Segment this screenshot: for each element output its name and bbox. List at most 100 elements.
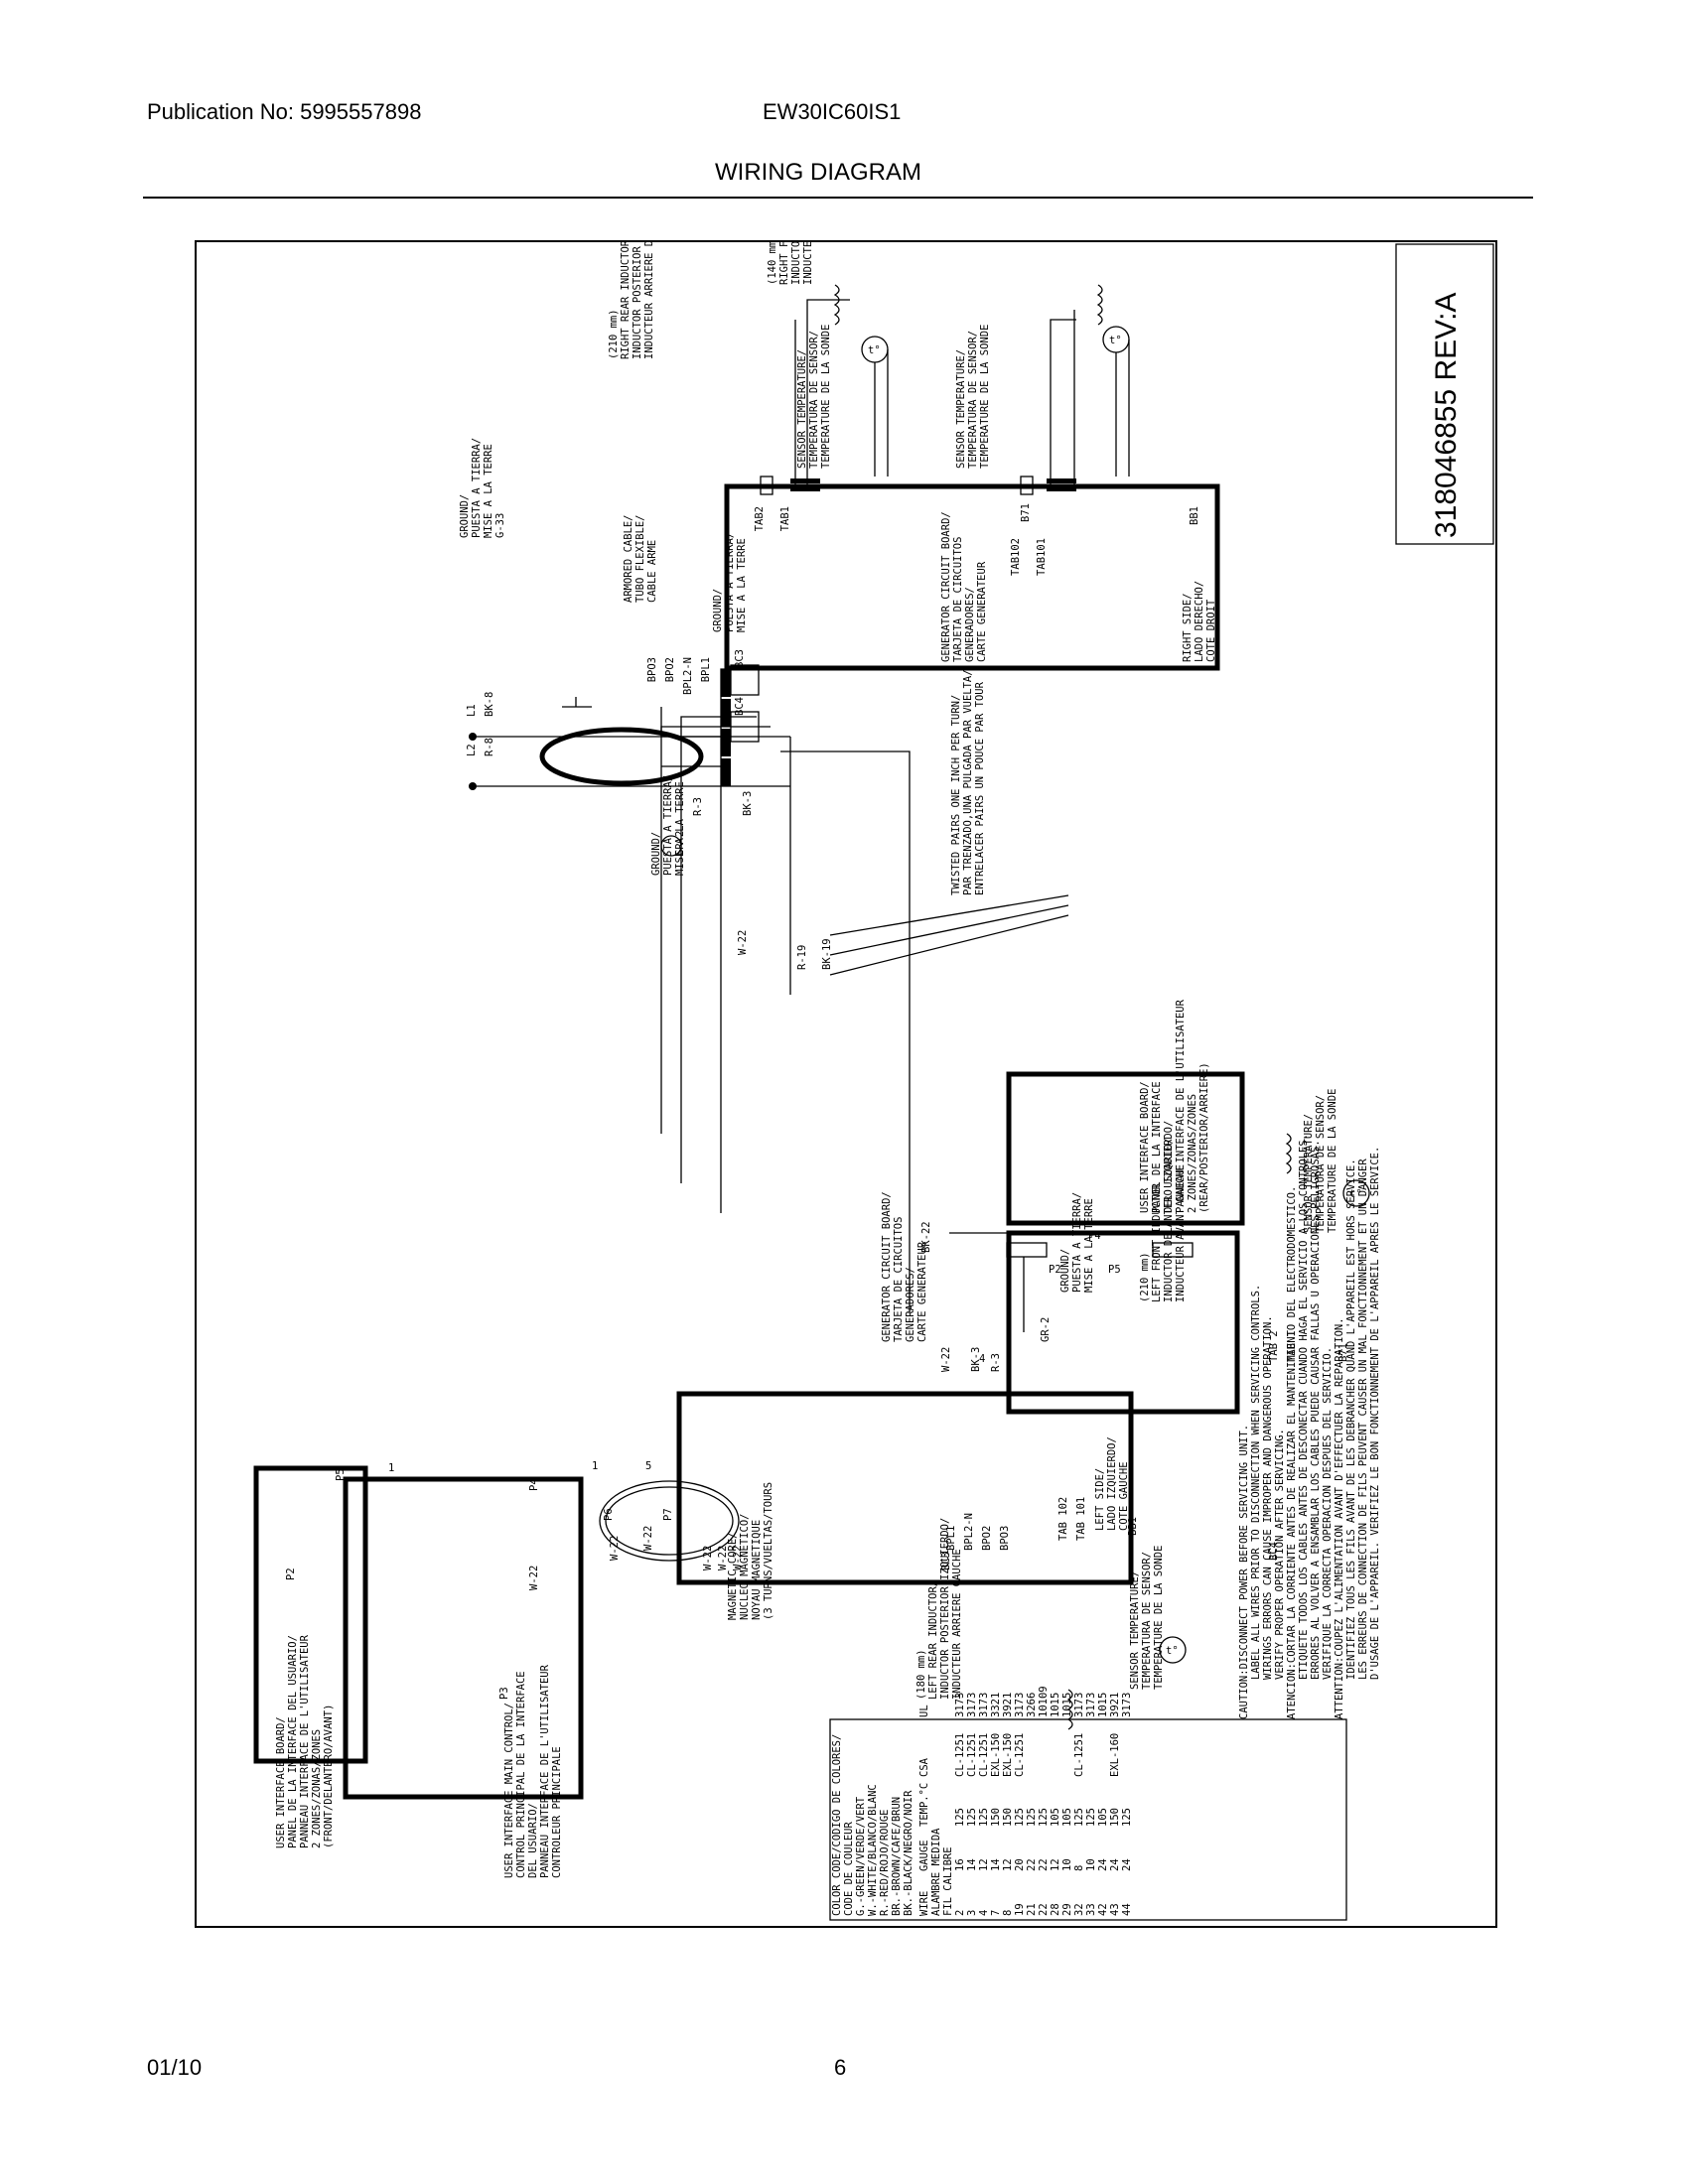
svg-text:INDUCTOR POSTERIOR DERECHO/: INDUCTOR POSTERIOR DERECHO/	[632, 240, 643, 359]
svg-text:BK-19: BK-19	[821, 938, 833, 970]
wire-table-cell: 3173	[1085, 1693, 1097, 1717]
svg-text:BPL1: BPL1	[700, 657, 712, 682]
wire-table-cell: 105	[1097, 1808, 1109, 1827]
svg-text:CARTE GENERATEUR: CARTE GENERATEUR	[976, 561, 988, 662]
svg-text:W-22: W-22	[702, 1546, 714, 1570]
svg-text:P4: P4	[528, 1478, 540, 1491]
page-title: WIRING DIAGRAM	[715, 159, 921, 186]
svg-text:2 ZONES/ZONAS/ZONES: 2 ZONES/ZONAS/ZONES	[311, 1729, 323, 1848]
svg-text:BB1: BB1	[1189, 506, 1200, 525]
wire-table-cell: 24	[1109, 1858, 1121, 1871]
svg-text:INDUCTEUR AVANT GAUCHE: INDUCTEUR AVANT GAUCHE	[1175, 1164, 1187, 1302]
svg-text:R-8: R-8	[484, 738, 495, 756]
wire-table-cell: 10	[1085, 1858, 1097, 1871]
svg-text:TAB 102: TAB 102	[1057, 1497, 1069, 1541]
svg-text:BPL2-N: BPL2-N	[682, 657, 694, 695]
wire-table-cell: 14	[966, 1858, 978, 1871]
svg-text:GENERATOR CIRCUIT BOARD/: GENERATOR CIRCUIT BOARD/	[940, 511, 952, 662]
left-rear-inductor-label: (180 mm) LEFT REAR INDUCTOR/ INDUCTOR PO…	[915, 1518, 963, 1700]
svg-text:BPL1: BPL1	[945, 1526, 957, 1551]
svg-text:P3: P3	[498, 1687, 510, 1700]
wire-table-cell: 19	[1014, 1903, 1026, 1916]
wire-table-cell: CL-1251	[954, 1733, 966, 1777]
svg-text:GR-2: GR-2	[674, 831, 686, 856]
svg-text:TEMPERATURA DE SENSOR/: TEMPERATURA DE SENSOR/	[967, 331, 979, 469]
wire-table-cell: 44	[1121, 1903, 1133, 1916]
footer-page-number: 6	[834, 2055, 847, 2080]
svg-text:2 ZONES/ZONAS/ZONES: 2 ZONES/ZONAS/ZONES	[1187, 1094, 1198, 1213]
svg-text:P5: P5	[1108, 1264, 1121, 1276]
svg-text:USER INTERFACE MAIN CONTROL/: USER INTERFACE MAIN CONTROL/	[503, 1703, 515, 1878]
svg-text:BK-3: BK-3	[970, 1347, 982, 1372]
svg-text:COLOR CODE/CODIGO DE COLORES/: COLOR CODE/CODIGO DE COLORES/	[831, 1734, 843, 1916]
diagram-frame	[195, 240, 1497, 1928]
svg-text:P6: P6	[603, 1508, 615, 1521]
svg-text:t°: t°	[1166, 1645, 1179, 1657]
twisted-pairs-note: TWISTED PAIRS ONE INCH PER TURN/ PAR TRE…	[950, 669, 986, 895]
svg-text:R.-RED/ROJO/ROUGE: R.-RED/ROJO/ROUGE	[879, 1810, 891, 1916]
svg-text:W.-WHITE/BLANCO/BLANC: W.-WHITE/BLANCO/BLANC	[867, 1784, 879, 1916]
svg-text:W-22: W-22	[717, 1546, 729, 1570]
wire-table-cell: 1015	[1050, 1693, 1061, 1717]
svg-text:TEMP.°C: TEMP.°C	[918, 1783, 930, 1827]
sensor-icon	[1159, 1636, 1187, 1664]
wire-table-cell: 12	[1050, 1858, 1061, 1871]
svg-text:CSA: CSA	[918, 1757, 930, 1777]
power-supply-board	[1006, 1230, 1240, 1415]
wire-table-cell: EXL-150	[990, 1733, 1002, 1777]
svg-text:MISE A LA TERRE: MISE A LA TERRE	[674, 781, 686, 876]
svg-text:BC4: BC4	[734, 697, 746, 716]
svg-text:SENSOR TEMPERATURE/: SENSOR TEMPERATURE/	[796, 349, 808, 469]
svg-text:1: 1	[388, 1462, 394, 1474]
svg-text:GENERADORES/: GENERADORES/	[905, 1267, 916, 1342]
svg-text:GR-2: GR-2	[1040, 1317, 1052, 1342]
svg-text:GROUND/: GROUND/	[712, 589, 724, 632]
svg-text:R-3: R-3	[692, 797, 704, 816]
svg-text:INDUCTOR DELANTERO IZQUIERDO/: INDUCTOR DELANTERO IZQUIERDO/	[1163, 1121, 1175, 1302]
svg-text:LEFT REAR INDUCTOR/: LEFT REAR INDUCTOR/	[927, 1580, 939, 1700]
wire-table-cell: 24	[1097, 1858, 1109, 1871]
svg-text:BPO3: BPO3	[646, 657, 658, 682]
svg-text:TEMPERATURE DE LA SONDE: TEMPERATURE DE LA SONDE	[820, 325, 832, 469]
svg-text:PANNEAU INTERFACE DE L'UTILISA: PANNEAU INTERFACE DE L'UTILISATEUR	[299, 1634, 311, 1848]
svg-text:TAB102: TAB102	[1010, 538, 1022, 576]
svg-text:BPO3: BPO3	[999, 1526, 1011, 1551]
svg-text:D'USAGE DE L'APPAREIL. VERIFIE: D'USAGE DE L'APPAREIL. VERIFIEZ LE BON F…	[1369, 1147, 1381, 1680]
svg-text:LEFT SIDE/: LEFT SIDE/	[1094, 1468, 1106, 1531]
wire-table-cell: 3921	[1109, 1693, 1121, 1717]
svg-text:P2: P2	[285, 1568, 297, 1580]
svg-text:USER INTERFACE BOARD/: USER INTERFACE BOARD/	[275, 1716, 287, 1848]
svg-text:BPL2-N: BPL2-N	[963, 1513, 975, 1551]
wire-table-cell: EXL-150	[1002, 1733, 1014, 1777]
part-number-box: 318046855 REV:A	[1395, 243, 1494, 545]
svg-text:PANEL DE LA INTERFACE: PANEL DE LA INTERFACE	[1151, 1081, 1163, 1213]
wire-table-cell: 3173	[1121, 1693, 1133, 1717]
wire-table-cell: 24	[1121, 1858, 1133, 1871]
wire-table-cell: 125	[1038, 1808, 1050, 1827]
svg-text:BK-3: BK-3	[742, 791, 754, 816]
svg-text:TEMPERATURA DE SENSOR/: TEMPERATURA DE SENSOR/	[1315, 1095, 1327, 1233]
wire-table-cell: 29	[1061, 1903, 1073, 1916]
svg-text:(180 mm): (180 mm)	[915, 1649, 927, 1700]
svg-text:INDUCTEUR ARRIERE DROIT: INDUCTEUR ARRIERE DROIT	[643, 240, 655, 359]
svg-text:W-22: W-22	[528, 1566, 540, 1590]
ui-board-rear: USER INTERFACE BOARD/ PANEL DE LA INTERF…	[920, 999, 1245, 1372]
svg-text:COTE GAUCHE: COTE GAUCHE	[1118, 1461, 1130, 1531]
wire-table-cell: 125	[1085, 1808, 1097, 1827]
svg-text:TARJETA DE CIRCUITOS: TARJETA DE CIRCUITOS	[952, 537, 964, 662]
svg-text:R-3: R-3	[990, 1353, 1002, 1372]
wire-table-cell: 150	[1002, 1808, 1014, 1827]
wire-table-cell: 16	[954, 1858, 966, 1871]
wire-table-cell: 125	[954, 1808, 966, 1827]
wire-table-cell: CL-1251	[1073, 1733, 1085, 1777]
svg-text:INDUCTEUR ARRIERE GAUCHE: INDUCTEUR ARRIERE GAUCHE	[951, 1549, 963, 1700]
svg-text:GAUGE: GAUGE	[918, 1840, 930, 1871]
svg-text:GENERADORES/: GENERADORES/	[964, 587, 976, 662]
svg-text:t°: t°	[1349, 1188, 1362, 1200]
color-code-table: COLOR CODE/CODIGO DE COLORES/ CODE DE CO…	[829, 1686, 1347, 1921]
svg-text:SENSOR TEMPERATURE/: SENSOR TEMPERATURE/	[955, 349, 967, 469]
svg-text:4: 4	[979, 1353, 985, 1365]
wire-table-cell: 12	[1002, 1858, 1014, 1871]
svg-text:LES ERREURS DE CONNECTION DE F: LES ERREURS DE CONNECTION DE FILS PEUVEN…	[1357, 1159, 1369, 1680]
svg-text:W-22: W-22	[940, 1347, 952, 1372]
